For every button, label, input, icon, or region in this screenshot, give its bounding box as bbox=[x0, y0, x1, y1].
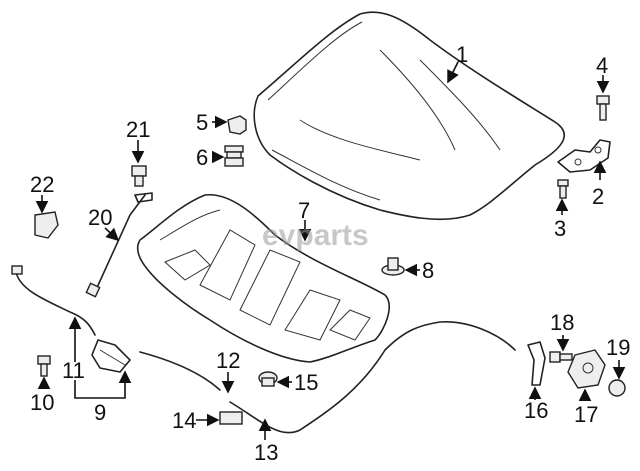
hood-latch bbox=[567, 349, 606, 389]
callout-16: 16 bbox=[524, 398, 548, 423]
hood-stopper bbox=[224, 145, 244, 167]
callout-3: 3 bbox=[554, 216, 566, 241]
release-cable-front bbox=[139, 351, 221, 391]
callout-4: 4 bbox=[596, 53, 608, 78]
callout-22: 22 bbox=[30, 172, 54, 197]
rod-holder bbox=[34, 211, 59, 239]
callout-10: 10 bbox=[30, 390, 54, 415]
latch-bolt bbox=[549, 351, 573, 363]
hinge-bolt-upper bbox=[596, 95, 610, 121]
hood-panel bbox=[253, 11, 566, 221]
callout-21: 21 bbox=[126, 117, 150, 142]
callout-12: 12 bbox=[216, 348, 240, 373]
callout-9: 9 bbox=[94, 400, 106, 425]
callout-18: 18 bbox=[550, 310, 574, 335]
callout-20: 20 bbox=[88, 205, 112, 230]
watermark-text: evparts bbox=[262, 219, 369, 252]
safety-hook bbox=[527, 341, 546, 386]
callout-8: 8 bbox=[422, 258, 434, 283]
grommet bbox=[381, 257, 405, 276]
callout-15: 15 bbox=[294, 370, 318, 395]
callout-6: 6 bbox=[196, 145, 208, 170]
hood-hinge bbox=[557, 139, 611, 173]
callout-1: 1 bbox=[456, 42, 468, 67]
leader-lines bbox=[35, 61, 626, 440]
lever-bolt bbox=[37, 355, 51, 377]
support-rod bbox=[85, 192, 153, 298]
release-lever bbox=[91, 339, 131, 373]
mount-bolt bbox=[258, 371, 278, 387]
callout-19: 19 bbox=[606, 335, 630, 360]
hood-insulator bbox=[136, 194, 390, 363]
callout-7: 7 bbox=[298, 198, 310, 223]
hinge-bolt bbox=[557, 179, 569, 199]
callout-11: 11 bbox=[62, 358, 85, 383]
callout-13: 13 bbox=[254, 440, 278, 465]
callout-2: 2 bbox=[592, 184, 604, 209]
release-cable-left bbox=[11, 265, 96, 336]
callout-5: 5 bbox=[196, 110, 208, 135]
latch-nut bbox=[608, 379, 626, 397]
rod-clip bbox=[131, 165, 147, 187]
release-cable-long bbox=[229, 321, 516, 434]
callout-14: 14 bbox=[172, 408, 196, 433]
cable-clip bbox=[219, 411, 243, 425]
hood-bumper bbox=[227, 115, 247, 135]
callout-17: 17 bbox=[574, 402, 598, 427]
